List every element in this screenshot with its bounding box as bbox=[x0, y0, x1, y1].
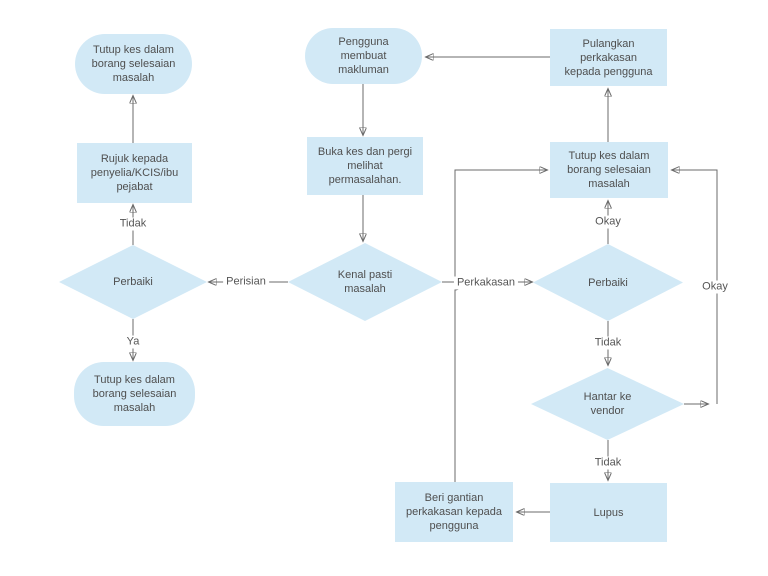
node-perbaiki-right: Perbaiki bbox=[533, 244, 683, 321]
node-tutup-kes-top-left: Tutup kes dalam borang selesaian masalah bbox=[75, 34, 192, 94]
node-lupus: Lupus bbox=[550, 483, 667, 542]
node-label: Tutup kes dalam borang selesaian masalah bbox=[92, 374, 177, 414]
connector-vendor-okay-to-tutup-right bbox=[672, 170, 718, 404]
node-label: Pengguna membuat makluman bbox=[338, 36, 389, 76]
edge-label-tidak-left: Tidak bbox=[116, 217, 150, 231]
node-label: Rujuk kepada penyelia/KCIS/ibu pejabat bbox=[90, 153, 179, 193]
node-label: Hantar ke vendor bbox=[583, 391, 632, 417]
edge-label-okay-right: Okay bbox=[699, 280, 731, 294]
node-label: Tutup kes dalam borang selesaian masalah bbox=[91, 44, 176, 84]
node-label: Pulangkan perkakasan kepada pengguna bbox=[564, 37, 653, 78]
node-kenal-pasti-masalah: Kenal pasti masalah bbox=[288, 243, 442, 321]
edge-label-ya: Ya bbox=[123, 335, 143, 349]
node-perbaiki-left: Perbaiki bbox=[59, 245, 207, 319]
edge-label-perisian: Perisian bbox=[223, 275, 269, 289]
node-label: Tutup kes dalam borang selesaian masalah bbox=[567, 150, 651, 190]
node-label: Perbaiki bbox=[588, 276, 628, 289]
node-hantar-vendor: Hantar ke vendor bbox=[531, 368, 684, 440]
node-tutup-kes-bottom-left: Tutup kes dalam borang selesaian masalah bbox=[74, 362, 195, 426]
node-label: Lupus bbox=[593, 506, 624, 519]
node-label: Kenal pasti masalah bbox=[337, 269, 393, 295]
edge-label-tidak-bottom: Tidak bbox=[591, 456, 625, 470]
edge-label-okay-top: Okay bbox=[592, 215, 624, 229]
node-tutup-kes-right: Tutup kes dalam borang selesaian masalah bbox=[550, 142, 668, 198]
node-buka-kes: Buka kes dan pergi melihat permasalahan. bbox=[307, 137, 423, 195]
edge-label-perkakasan: Perkakasan bbox=[453, 276, 519, 290]
node-label: Perbaiki bbox=[113, 276, 153, 288]
node-label: Buka kes dan pergi melihat permasalahan. bbox=[317, 146, 413, 186]
node-rujuk-penyelia: Rujuk kepada penyelia/KCIS/ibu pejabat bbox=[77, 143, 192, 203]
node-pulangkan-perkakasan: Pulangkan perkakasan kepada pengguna bbox=[550, 29, 667, 86]
node-pengguna-makluman: Pengguna membuat makluman bbox=[305, 28, 422, 84]
node-label: Beri gantian perkakasan kepada pengguna bbox=[405, 492, 502, 532]
node-beri-gantian: Beri gantian perkakasan kepada pengguna bbox=[395, 482, 513, 542]
edge-label-tidak-mid: Tidak bbox=[591, 336, 625, 350]
